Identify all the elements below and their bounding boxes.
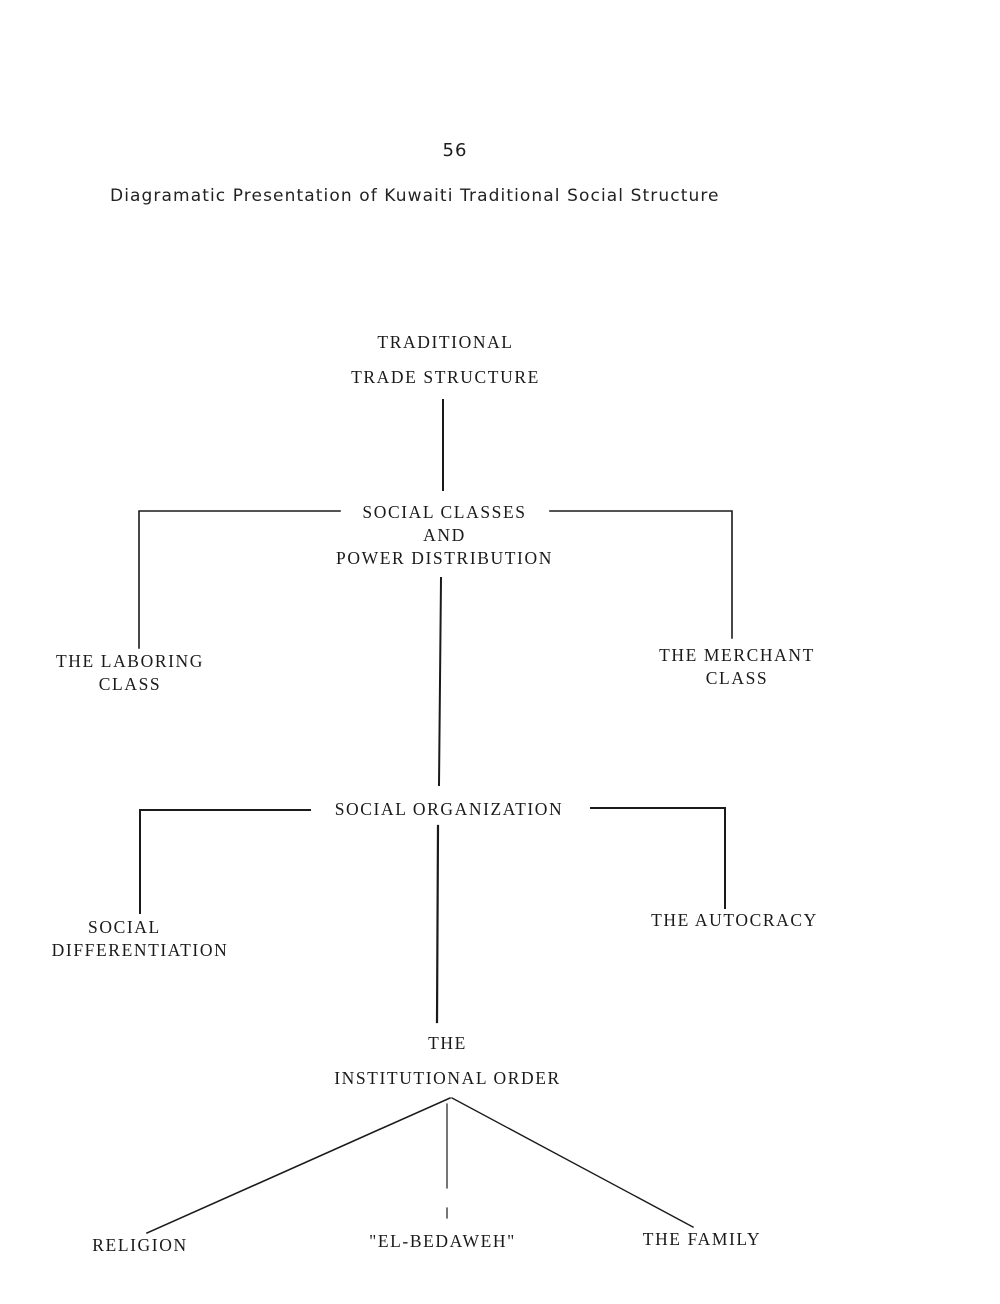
node-label-line: SOCIAL CLASSES — [362, 502, 527, 522]
connector-organization-to-autocracy — [590, 807, 726, 909]
node-label-line: THE FAMILY — [642, 1229, 762, 1249]
page-number: 56 — [442, 140, 468, 161]
connector-organization-to-institutional — [435, 824, 440, 1024]
node-label-line: THE AUTOCRACY — [651, 910, 818, 930]
node-label-line: SOCIAL ORGANIZATION — [334, 799, 564, 819]
node-the-autocracy: THE AUTOCRACY — [627, 909, 842, 932]
node-label-line: "EL-BEDAWEH" — [369, 1231, 516, 1251]
node-el-bedaweh: "EL-BEDAWEH" — [340, 1230, 545, 1253]
page-title: Diagramatic Presentation of Kuwaiti Trad… — [110, 186, 720, 206]
node-label-line: TRADITIONAL — [377, 332, 514, 352]
node-the-family: THE FAMILY — [622, 1228, 782, 1251]
node-social-differentiation: SOCIAL DIFFERENTIATION — [20, 916, 260, 962]
node-social-classes-power-distribution: SOCIAL CLASSES AND POWER DISTRIBUTION — [312, 501, 577, 570]
node-label-line: TRADE STRUCTURE — [351, 367, 540, 387]
node-label-line: CLASS — [705, 668, 769, 688]
node-label-line: DIFFERENTIATION — [51, 940, 229, 960]
node-label-line: SOCIAL — [88, 917, 161, 937]
node-label-line: RELIGION — [92, 1235, 188, 1255]
node-religion: RELIGION — [75, 1234, 205, 1257]
connector-organization-to-differentiation — [139, 809, 311, 914]
connector-classes-to-merchant — [549, 510, 733, 639]
connector-classes-to-organization — [437, 576, 443, 787]
node-merchant-class: THE MERCHANT CLASS — [632, 644, 842, 690]
node-laboring-class: THE LABORING CLASS — [30, 650, 230, 696]
node-institutional-order: THE INSTITUTIONAL ORDER — [305, 1026, 590, 1096]
node-label-line: THE — [428, 1033, 467, 1053]
node-label-line: THE MERCHANT — [659, 645, 815, 665]
node-label-line: AND — [423, 525, 466, 545]
connector-institutional-to-family — [451, 1097, 694, 1228]
node-traditional-trade-structure: TRADITIONAL TRADE STRUCTURE — [318, 325, 573, 395]
node-label-line: THE LABORING — [55, 651, 204, 671]
node-label-line: POWER DISTRIBUTION — [336, 548, 553, 568]
node-label-line: CLASS — [98, 674, 162, 694]
node-label-line: INSTITUTIONAL ORDER — [334, 1068, 561, 1088]
connector-institutional-to-religion — [145, 1096, 452, 1235]
connector-classes-to-laboring — [138, 510, 341, 649]
node-social-organization: SOCIAL ORGANIZATION — [308, 798, 590, 821]
